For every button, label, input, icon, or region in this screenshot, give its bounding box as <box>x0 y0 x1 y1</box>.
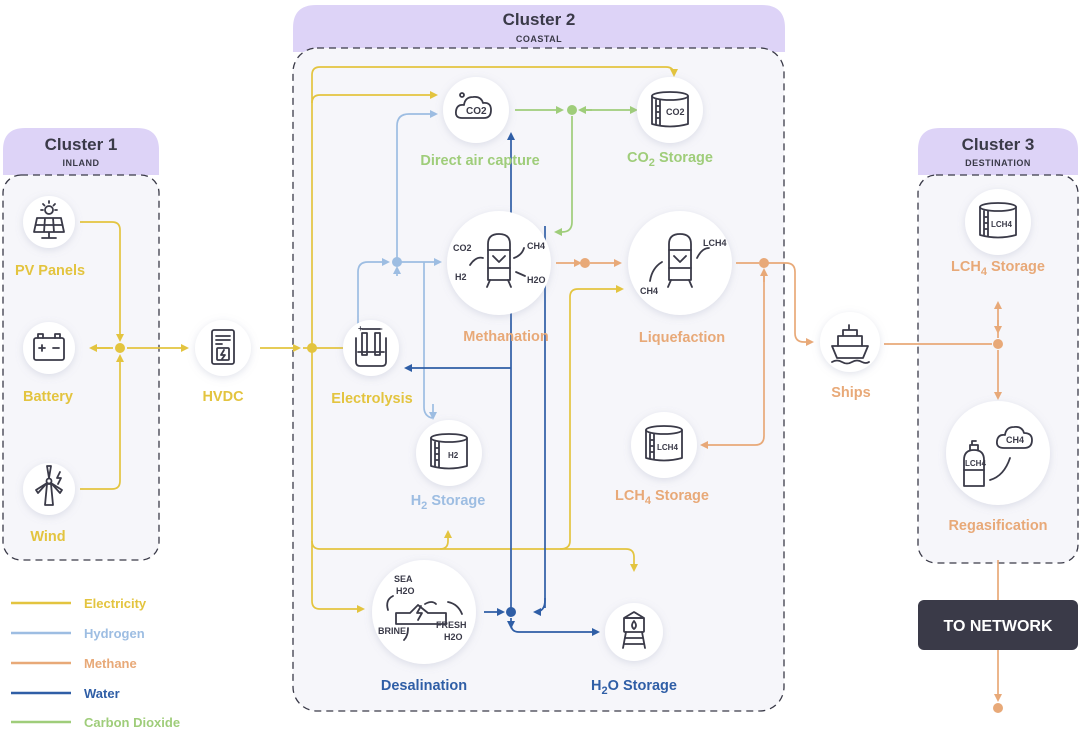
lch4-storage-coastal-label: LCH4 Storage <box>615 488 709 507</box>
legend-label-carbon-dioxide: Carbon Dioxide <box>84 715 180 730</box>
ships-node <box>820 312 880 372</box>
legend-label-electricity: Electricity <box>84 596 147 611</box>
liquefaction-node: CH4 LCH4 <box>628 211 732 315</box>
electrolysis-node: + - <box>343 320 399 376</box>
flows-electricity <box>80 66 678 613</box>
methanation-out-ch4: CH4 <box>527 241 545 251</box>
dac-icon-text: CO2 <box>466 106 487 117</box>
reactor-icon: CO2 H2 CH4 H2O <box>453 233 546 288</box>
svg-text:+: + <box>358 324 363 333</box>
methanation-label: Methanation <box>463 329 548 345</box>
methanation-in-co2: CO2 <box>453 243 472 253</box>
co2-storage-label: CO2 Storage <box>627 150 713 169</box>
storage-tank-icon: LCH4 <box>645 425 683 462</box>
gas-cylinder-icon: LCH4 CH4 <box>963 425 1033 487</box>
ship-icon <box>831 324 870 365</box>
to-network-label: TO NETWORK <box>943 618 1052 635</box>
water-tower-icon <box>622 611 646 649</box>
storage-tank-icon: CO2 <box>651 91 689 128</box>
cluster-2: Cluster 2 COASTAL <box>292 5 785 712</box>
battery-label: Battery <box>23 389 73 405</box>
co2-tank-text: CO2 <box>666 107 685 117</box>
cluster-3-subtitle: DESTINATION <box>965 158 1031 168</box>
pv-panels-node <box>23 196 75 248</box>
solar-panel-icon <box>33 200 65 239</box>
svg-text:-: - <box>380 324 383 333</box>
methanation-in-h2: H2 <box>455 272 467 282</box>
desal-fresh-h2o: H2O <box>444 632 463 642</box>
h2-storage-node: H2 <box>416 420 482 486</box>
to-network-box: TO NETWORK <box>918 600 1078 650</box>
h2-storage-label: H2 Storage <box>411 493 486 512</box>
direct-air-capture-label: Direct air capture <box>420 153 539 169</box>
legend-label-methane: Methane <box>84 656 137 671</box>
cluster-2-subtitle: COASTAL <box>516 34 562 44</box>
lch4-storage-coastal-node: LCH4 <box>631 412 697 478</box>
h2o-storage-node <box>605 603 663 661</box>
desal-fresh: FRESH <box>436 620 467 630</box>
battery-node <box>23 322 75 374</box>
lch4-coastal-tank-text: LCH4 <box>657 443 678 452</box>
electrolyzer-icon: + - <box>355 324 387 367</box>
h2-tank-text: H2 <box>448 451 459 460</box>
regas-cylinder-text: LCH4 <box>965 459 986 468</box>
flows-hydrogen <box>357 110 442 420</box>
junction-dots <box>115 105 1003 713</box>
regasification-node: LCH4 CH4 <box>946 401 1050 505</box>
desal-sea-h2o: H2O <box>396 586 415 596</box>
hvdc-converter-icon <box>211 329 235 365</box>
hvdc-label: HVDC <box>202 389 244 405</box>
liquefier-icon: CH4 LCH4 <box>640 233 727 296</box>
desal-brine: BRINE <box>378 626 406 636</box>
regas-cloud-text: CH4 <box>1006 435 1024 445</box>
desalination-label: Desalination <box>381 678 467 694</box>
liquefaction-out-lch4: LCH4 <box>703 238 727 248</box>
h2o-storage-label: H2O Storage <box>591 678 677 697</box>
desal-sea: SEA <box>394 574 413 584</box>
wind-turbine-icon <box>35 465 63 506</box>
lch4-storage-destination-label: LCH4 Storage <box>951 259 1045 278</box>
liquefaction-label: Liquefaction <box>639 330 725 346</box>
cluster-3-title: Cluster 3 <box>962 135 1035 154</box>
storage-tank-icon: LCH4 <box>979 202 1017 239</box>
desalination-icon: SEA H2O BRINE FRESH H2O <box>378 574 467 642</box>
lch4-destination-tank-text: LCH4 <box>991 220 1012 229</box>
battery-icon <box>33 333 65 361</box>
storage-tank-icon: H2 <box>430 433 468 470</box>
cluster-1-subtitle: INLAND <box>63 158 100 168</box>
wind-node <box>23 463 75 515</box>
flows-carbon-dioxide <box>515 106 638 236</box>
wind-label: Wind <box>30 529 65 545</box>
electrolysis-label: Electrolysis <box>331 391 412 407</box>
co2-cloud-icon: CO2 <box>454 92 492 119</box>
node-labels: PV Panels Battery Wind HVDC Electrolysis… <box>15 150 1048 697</box>
cluster-1-title: Cluster 1 <box>45 135 118 154</box>
flows-methane <box>556 259 1002 702</box>
cluster-2-title: Cluster 2 <box>503 10 576 29</box>
liquefaction-in-ch4: CH4 <box>640 286 658 296</box>
legend: Electricity Hydrogen Methane Water Carbo… <box>11 596 180 730</box>
hvdc-node <box>195 320 251 376</box>
lch4-storage-destination-node: LCH4 <box>965 189 1031 255</box>
pv-panels-label: PV Panels <box>15 263 85 279</box>
ships-label: Ships <box>831 385 870 401</box>
co2-storage-node: CO2 <box>637 77 703 143</box>
methanation-node: CO2 H2 CH4 H2O <box>447 211 551 315</box>
direct-air-capture-node: CO2 <box>443 77 509 143</box>
regasification-label: Regasification <box>948 518 1047 534</box>
legend-label-hydrogen: Hydrogen <box>84 626 145 641</box>
legend-label-water: Water <box>84 686 120 701</box>
desalination-node: SEA H2O BRINE FRESH H2O <box>372 560 476 664</box>
methanation-out-h2o: H2O <box>527 275 546 285</box>
